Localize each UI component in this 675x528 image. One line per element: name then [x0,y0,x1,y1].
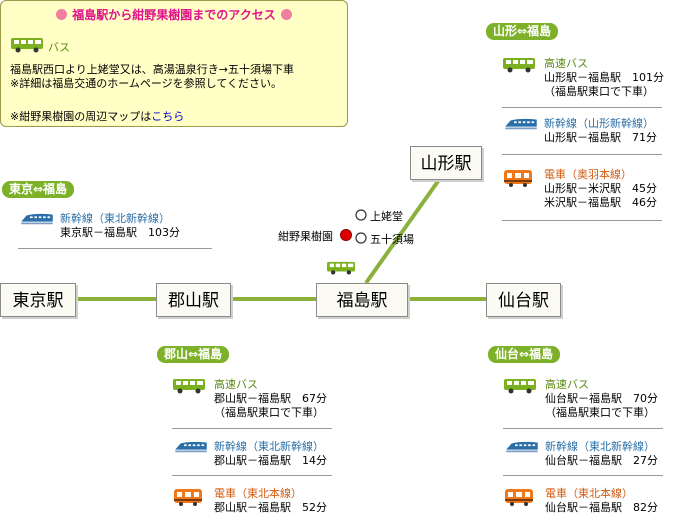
divider [172,428,332,429]
bus-icon [503,378,537,394]
access-info-box [0,0,348,127]
bus-icon [172,378,206,394]
station-tokyo: 東京駅 [0,283,76,317]
route-time: 山形駅－米沢駅 45分 [544,182,657,195]
divider [503,475,663,476]
divider [502,220,662,221]
orchard-label: 紺野果樹園 [278,230,333,243]
route-title: 新幹線（東北新幹線） [214,440,324,453]
route-time: 郡山駅－福島駅 52分 [214,501,327,514]
route-time: 仙台駅－福島駅 82分 [545,501,658,514]
route-time: 郡山駅－福島駅 67分 [214,392,327,405]
section-header-koriyama: 郡山⇔福島 [157,346,230,363]
route-note: （福島駅東口で下車） [545,406,655,419]
stop-lower-marker [355,232,367,244]
bus-icon [10,37,44,53]
bus-label: バス [48,41,70,54]
route-title: 新幹線（東北新幹線） [60,212,170,225]
shinkansen-icon [18,212,56,226]
info-map-note: ※紺野果樹園の周辺マップはこちら [10,110,185,123]
section-header-yamagata: 山形⇔福島 [486,23,559,40]
train-icon [172,487,204,507]
bus-icon [502,57,536,73]
train-icon [503,487,535,507]
route-time: 東京駅－福島駅 103分 [60,226,180,239]
stop-upper-marker [355,209,367,221]
route-title: 電車（東北本線） [545,487,633,500]
station-fukushima: 福島駅 [316,283,408,317]
divider [172,475,332,476]
orchard-marker [340,229,352,241]
info-note: ※詳細は福島交通のホームページを参照してください。 [10,77,283,90]
stop-lower-label: 五十須場 [370,233,414,246]
route-title: 高速バス [545,378,589,391]
route-time: 山形駅－福島駅 71分 [544,131,657,144]
station-koriyama: 郡山駅 [156,283,231,317]
shinkansen-icon [172,440,210,454]
route-time: 仙台駅－福島駅 27分 [545,454,658,467]
route-title: 高速バス [214,378,258,391]
pink-dot-icon [56,9,68,20]
stop-upper-label: 上姥堂 [370,210,403,223]
shinkansen-icon [503,440,541,454]
route-title: 電車（東北本線） [214,487,302,500]
route-note: （福島駅東口で下車） [544,85,654,98]
route-title: 新幹線（山形新幹線） [544,117,654,130]
divider [503,428,663,429]
train-icon [502,168,534,188]
route-note: （福島駅東口で下車） [214,406,324,419]
station-sendai: 仙台駅 [486,283,561,317]
route-group-yamagata: 高速バス 山形駅－福島駅 101分 （福島駅東口で下車） 新幹線（山形新幹線） … [502,57,664,222]
route-group-koriyama: 高速バス 郡山駅－福島駅 67分 （福島駅東口で下車） 新幹線（東北新幹線） 郡… [172,378,332,528]
section-header-sendai: 仙台⇔福島 [488,346,561,363]
divider [502,154,662,155]
info-bus-directions: 福島駅西口より上姥堂又は、高湯温泉行き→五十須場下車 [10,63,294,76]
route-title: 新幹線（東北新幹線） [545,440,655,453]
route-time: 郡山駅－福島駅 14分 [214,454,327,467]
divider [502,107,662,108]
station-yamagata: 山形駅 [410,146,482,180]
route-group-tokyo: 新幹線（東北新幹線） 東京駅－福島駅 103分 [18,212,212,252]
route-title: 高速バス [544,57,588,70]
map-link[interactable]: こちら [151,110,185,123]
bus-icon [326,261,356,275]
route-group-sendai: 高速バス 仙台駅－福島駅 70分 （福島駅東口で下車） 新幹線（東北新幹線） 仙… [503,378,663,528]
divider [18,248,212,249]
route-time: 山形駅－福島駅 101分 [544,71,664,84]
section-header-tokyo: 東京⇔福島 [2,181,75,198]
info-title: 福島駅から紺野果樹園までのアクセス [0,6,348,23]
route-time: 米沢駅－福島駅 46分 [544,196,657,209]
route-title: 電車（奥羽本線） [544,168,632,181]
pink-dot-icon [280,9,292,20]
shinkansen-icon [502,117,540,131]
route-time: 仙台駅－福島駅 70分 [545,392,658,405]
